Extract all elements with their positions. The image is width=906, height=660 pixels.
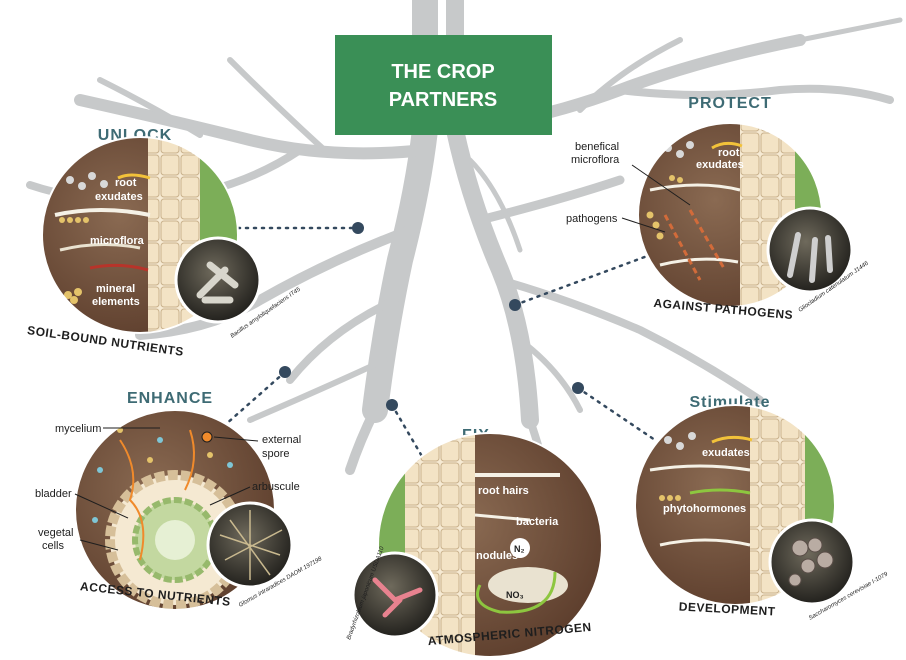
unlock-label-elements: elements: [92, 296, 140, 308]
enhance-label-vegetal: vegetal: [38, 527, 73, 539]
enhance-label-mycelium: mycelium: [55, 423, 101, 435]
fix-label-no3: NO₃: [506, 590, 524, 600]
connector-dots: [279, 222, 584, 411]
unlock-label-microflora: microflora: [90, 235, 145, 247]
connector-lines: [223, 226, 657, 472]
enhance-label-cells: cells: [42, 540, 65, 552]
root-system: [26, 0, 903, 475]
protect-heading: PROTECT: [688, 95, 771, 112]
fix-label-n2: N₂: [514, 544, 525, 554]
fix-label-root-hairs: root hairs: [478, 485, 529, 497]
stimulate-caption: DEVELOPMENT: [678, 599, 776, 618]
fix-label-nodules: nodules: [476, 550, 518, 562]
enhance-label-spore: spore: [262, 448, 290, 460]
stimulate-label-exudates: exudates: [702, 447, 750, 459]
panel-enhance: ENHANCE mycelium external spore bladder …: [35, 390, 324, 611]
protect-label-benefical: benefical: [575, 141, 619, 153]
protect-label-exudates: exudates: [696, 159, 744, 171]
panel-protect: PROTECT root exudates benefical microflo…: [566, 95, 870, 322]
title-line-2: PARTNERS: [389, 89, 498, 111]
unlock-label-root: root: [115, 177, 137, 189]
fix-label-bacteria: bacteria: [516, 516, 559, 528]
enhance-label-external: external: [262, 434, 301, 446]
title-box: THE CROP PARTNERS: [335, 35, 552, 135]
panel-fix: FIX root hairs bacteria nodules N₂ NO₃ A…: [346, 427, 603, 658]
stimulate-label-phytohormones: phytohormones: [663, 503, 746, 515]
enhance-heading: ENHANCE: [127, 390, 213, 407]
protect-label-root: root: [718, 147, 740, 159]
panel-stimulate: Stimulate exudates phytohormones DEVELOP…: [634, 394, 890, 622]
unlock-label-mineral: mineral: [96, 283, 135, 295]
protect-label-pathogens: pathogens: [566, 213, 618, 225]
protect-label-microflora: microflora: [571, 154, 620, 166]
panel-unlock: UNLOCK root exudates microflora mineral …: [26, 127, 302, 359]
enhance-label-bladder: bladder: [35, 488, 72, 500]
enhance-label-arbuscule: arbuscule: [252, 481, 300, 493]
title-line-1: THE CROP: [391, 61, 494, 83]
unlock-label-exudates: exudates: [95, 191, 143, 203]
fix-micrograph: [351, 551, 439, 639]
